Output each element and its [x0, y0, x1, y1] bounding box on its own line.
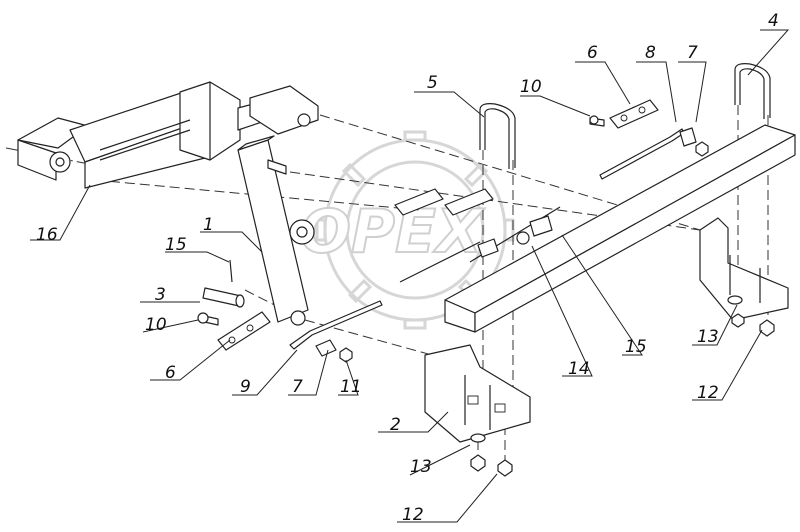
callout-15-right: 15	[625, 337, 647, 357]
leader-lines	[30, 29, 790, 523]
callout-13-left: 13	[410, 457, 432, 477]
callout-3: 3	[155, 285, 166, 305]
watermark-text: ОРЕХ	[300, 197, 485, 267]
lever-arm	[237, 135, 315, 326]
callout-10-left: 10	[145, 315, 167, 335]
callout-12-right: 12	[697, 383, 719, 403]
callout-6-right: 6	[587, 43, 598, 63]
callout-7-right: 7	[687, 43, 698, 63]
right-bracket	[699, 217, 789, 321]
callout-1: 1	[203, 215, 214, 235]
fasteners-bottom	[470, 295, 775, 477]
callout-15-left: 15	[165, 235, 187, 255]
callout-6-left: 6	[165, 363, 176, 383]
left-bracket-set	[197, 300, 383, 363]
callout-2: 2	[390, 415, 401, 435]
upper-bracket-set	[589, 99, 709, 180]
callout-4: 4	[768, 11, 779, 31]
callout-5: 5	[427, 73, 438, 93]
callout-8: 8	[645, 43, 656, 63]
u-bolt-left	[479, 103, 516, 169]
frame-tube	[444, 124, 796, 333]
callout-14: 14	[568, 359, 590, 379]
u-bolt-right	[734, 63, 771, 119]
callout-10-right: 10	[520, 77, 542, 97]
lower-bracket	[424, 344, 531, 443]
callout-labels: 16 1 15 3 10 6 9 7 11 2 13 12 5 10 6 8 7…	[36, 11, 779, 525]
callout-12-left: 12	[402, 505, 424, 525]
callout-16: 16	[36, 225, 58, 245]
callout-13-right: 13	[697, 327, 719, 347]
middle-parts	[394, 188, 561, 283]
callout-7-left: 7	[292, 377, 303, 397]
watermark-logo: ОРЕХ	[299, 130, 515, 330]
hydraulic-cylinder	[17, 81, 319, 189]
callout-9: 9	[240, 377, 251, 397]
callout-11: 11	[340, 377, 362, 397]
pin-and-cotter	[202, 259, 245, 308]
